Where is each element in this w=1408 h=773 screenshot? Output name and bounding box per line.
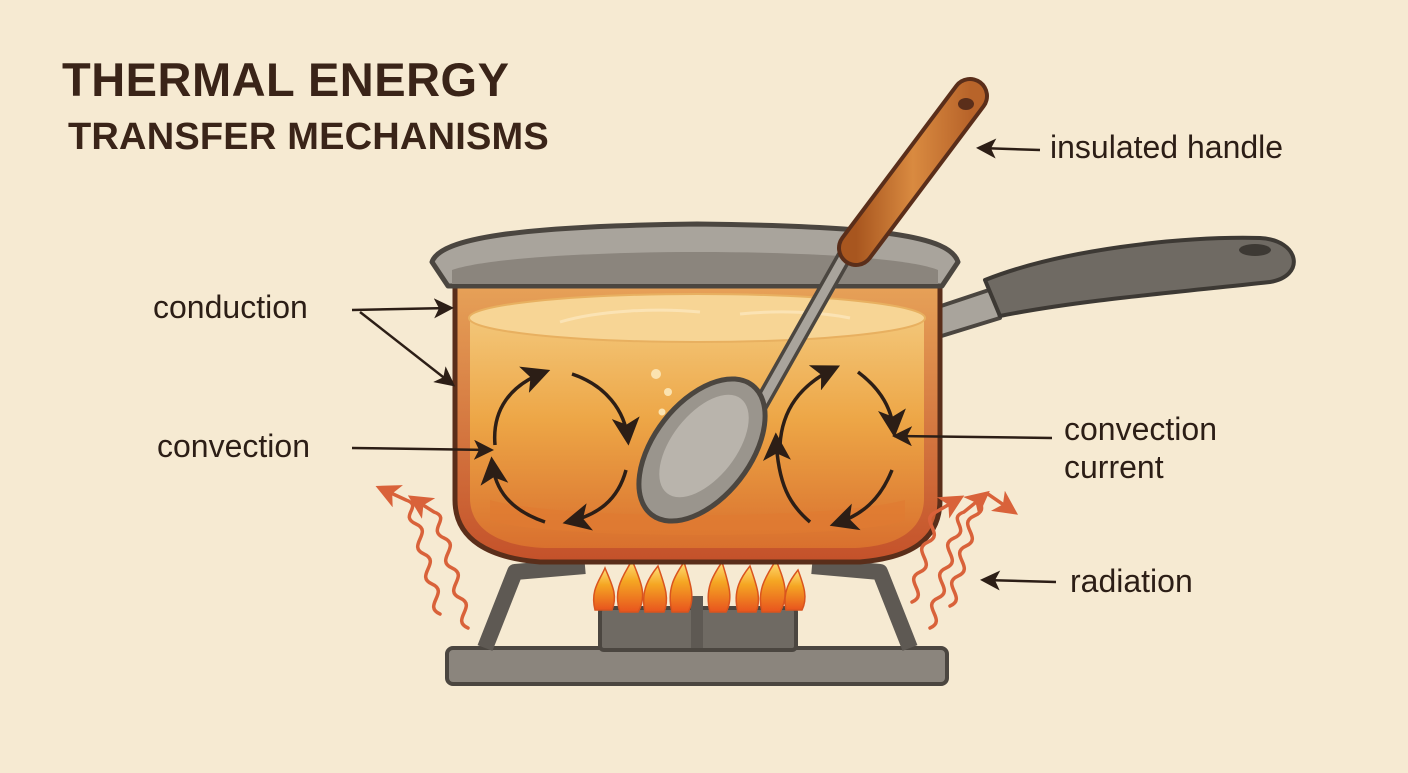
label-convection-current-line-2: current	[1064, 449, 1164, 485]
burner-flames	[593, 558, 806, 613]
label-convection-current: convection current	[1064, 410, 1217, 486]
radiation-waves	[375, 485, 1019, 630]
convection-arrows	[480, 365, 906, 531]
label-insulated-handle: insulated handle	[1050, 129, 1284, 165]
title-line-2: TRANSFER MECHANISMS	[68, 116, 549, 158]
label-arrows	[351, 138, 1057, 591]
label-convection-current-line-1: convection	[1064, 411, 1217, 447]
label-radiation: radiation	[1070, 563, 1193, 599]
label-convection: convection	[157, 428, 310, 464]
title-line-1: THERMAL ENERGY	[62, 53, 510, 106]
stove-grate	[445, 558, 949, 686]
spoon	[636, 77, 989, 524]
pot-side-handle	[933, 235, 1296, 340]
label-conduction: conduction	[153, 289, 308, 325]
